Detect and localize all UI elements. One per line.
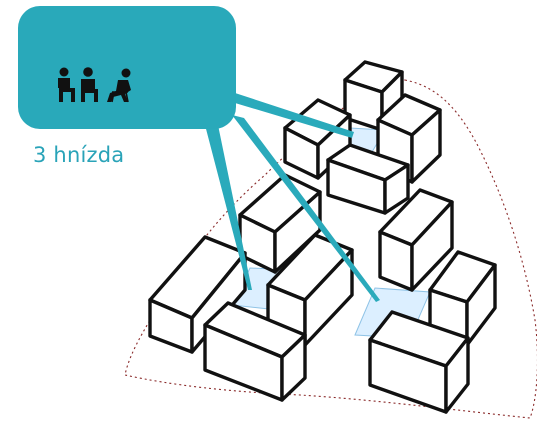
callout-bubble [18,6,236,129]
block-center [326,143,410,215]
people-seated-group-icon [58,67,131,103]
callout-label: 3 hnízda [33,143,125,167]
beam-to-courtyard-left [205,125,252,290]
site-boundary [124,79,537,419]
block-bottom-left [203,301,307,402]
block-bottom-right [368,310,470,414]
beam-to-courtyard-right [232,115,380,302]
block-mid-right [378,188,454,292]
callout-beams [205,92,380,302]
block-upper-right [376,93,442,184]
beam-to-courtyard-top [232,92,354,138]
